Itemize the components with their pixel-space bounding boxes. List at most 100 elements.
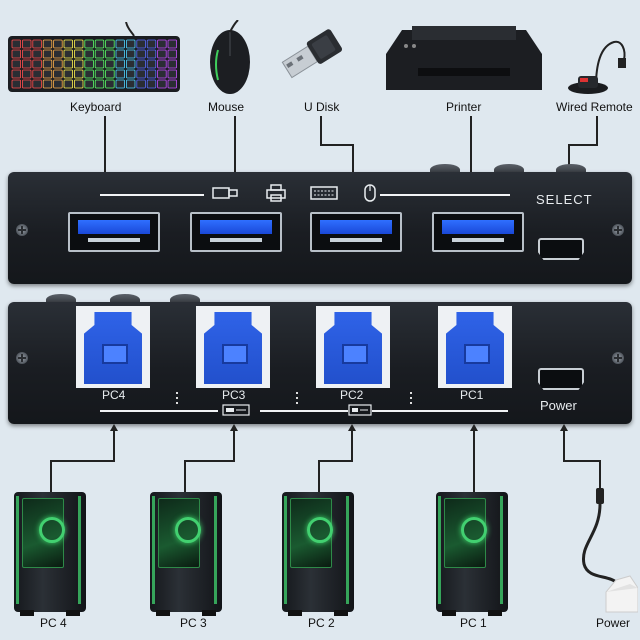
keyboard-icon <box>310 186 338 200</box>
keyboard-key <box>157 69 167 79</box>
keyboard-key <box>126 59 136 69</box>
usb-a-port[interactable] <box>68 212 160 252</box>
keyboard-key <box>167 49 178 59</box>
keyboard-key <box>42 49 53 59</box>
port-label-pc4: PC4 <box>102 388 126 402</box>
wire-mouse <box>234 116 236 174</box>
power-port-label: Power <box>540 398 577 413</box>
keyboard-key <box>32 49 42 59</box>
keyboard-key <box>42 79 53 89</box>
keyboard-key <box>53 59 63 69</box>
keyboard-key <box>21 39 32 49</box>
wire-udisk-v <box>352 144 354 174</box>
wire-power-v <box>599 460 601 488</box>
arrow-pc1 <box>470 424 478 431</box>
wire-pc2-v <box>318 460 320 496</box>
port-label-pc2: PC2 <box>340 388 364 402</box>
keyboard-key <box>21 59 32 69</box>
keyboard-key <box>74 59 84 69</box>
keyboard-key <box>146 79 157 89</box>
keyboard-key <box>42 39 53 49</box>
keyboard-key <box>105 49 115 59</box>
keyboard-key <box>84 69 94 79</box>
computer-label-pc4: PC 4 <box>40 616 67 630</box>
keyboard-key <box>53 69 63 79</box>
panel-divider-line <box>100 194 204 196</box>
keyboard-key <box>146 69 157 79</box>
power-port[interactable] <box>538 368 584 390</box>
computer-label-pc1: PC 1 <box>460 616 487 630</box>
keyboard-key <box>126 69 136 79</box>
keyboard-key <box>157 49 167 59</box>
device-label-u-disk: U Disk <box>304 100 340 114</box>
keyboard-key <box>63 69 74 79</box>
remote-icon <box>568 40 626 94</box>
keyboard-key <box>42 69 53 79</box>
wire-remote-v <box>568 144 570 174</box>
keyboard-key <box>53 39 63 49</box>
usb-cable-icon <box>222 404 250 416</box>
usb-b-port-pc2[interactable] <box>316 306 390 388</box>
keyboard-key <box>94 39 105 49</box>
keyboard-key <box>11 59 22 69</box>
keyboard-key <box>167 39 178 49</box>
device-label-wired-remote: Wired Remote <box>556 100 633 114</box>
usb-a-port[interactable] <box>310 212 402 252</box>
keyboard-key <box>167 59 178 69</box>
usb-b-port-pc3[interactable] <box>196 306 270 388</box>
keyboard-key <box>126 49 136 59</box>
usb-a-port[interactable] <box>432 212 524 252</box>
keyboard-key <box>74 39 84 49</box>
screw <box>16 352 28 364</box>
keyboard-key <box>11 69 22 79</box>
keyboard-key <box>21 79 32 89</box>
keyboard-key <box>126 79 136 89</box>
power-label: Power <box>596 616 631 630</box>
remote-port[interactable] <box>538 238 584 260</box>
keyboard-key <box>32 39 42 49</box>
keyboard-key <box>11 49 22 59</box>
keyboard-key <box>157 59 167 69</box>
keyboard-key <box>32 69 42 79</box>
divider-dots <box>410 392 412 404</box>
keyboard-key <box>105 59 115 69</box>
wire-remote <box>596 116 598 144</box>
screw <box>612 352 624 364</box>
keyboard-icon <box>8 22 180 92</box>
wire-pc2-h <box>318 460 353 462</box>
keyboard-key <box>42 59 53 69</box>
usb-a-port[interactable] <box>190 212 282 252</box>
computer-pc3-icon <box>150 492 222 616</box>
wire-pc4 <box>113 430 115 462</box>
arrow-pc3 <box>230 424 238 431</box>
usb-b-port-pc1[interactable] <box>438 306 512 388</box>
keyboard-key <box>11 39 22 49</box>
keyboard-key <box>21 49 32 59</box>
wire-pc1 <box>473 430 475 496</box>
keyboard-key <box>84 59 94 69</box>
power-adapter-icon <box>581 488 638 613</box>
wire-pc3-v <box>184 460 186 496</box>
keyboard-key <box>84 49 94 59</box>
keyboard-key <box>74 49 84 59</box>
keyboard-key <box>63 39 74 49</box>
keyboard-key <box>105 69 115 79</box>
keyboard-key <box>105 39 115 49</box>
panel-divider-line <box>100 410 218 412</box>
wire-pc2 <box>351 430 353 462</box>
screw <box>612 224 624 236</box>
wire-udisk <box>320 116 322 144</box>
device-label-printer: Printer <box>446 100 482 114</box>
device-label-mouse: Mouse <box>208 100 245 114</box>
keyboard-key <box>53 79 63 89</box>
keyboard-key <box>74 79 84 89</box>
wire-pc3-h <box>184 460 235 462</box>
usb-b-port-pc4[interactable] <box>76 306 150 388</box>
keyboard-key <box>32 79 42 89</box>
computer-pc1-icon <box>436 492 508 616</box>
keyboard-key <box>115 39 126 49</box>
keyboard-key <box>136 49 146 59</box>
wire-pc4-v <box>50 460 52 496</box>
kvm-rear-panel: PC4 PC3 PC2 PC1 Power <box>8 302 632 424</box>
keyboard-key <box>84 79 94 89</box>
